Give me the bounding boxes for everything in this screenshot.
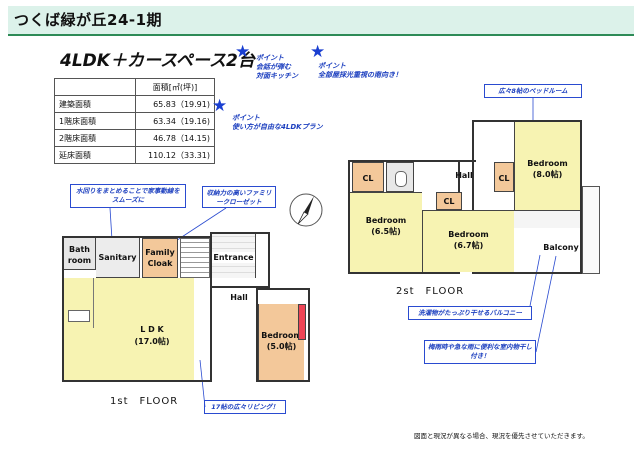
sanitary-label: Sanitary <box>98 253 137 262</box>
closet-2: CL <box>436 192 462 210</box>
callout-water: 水回りをまとめることで家事動線をスムーズに <box>70 184 186 208</box>
balcony-label: Balcony <box>543 243 579 252</box>
entrance-label: Entrance <box>212 252 255 263</box>
floor2-east-block <box>472 120 582 274</box>
floor1-plan: Bath room Sanitary Family Cloak Entrance… <box>62 232 320 382</box>
bedroom-8: Bedroom (8.0帖) <box>514 122 580 210</box>
compass-icon <box>289 193 323 227</box>
bedroom-6-7: Bedroom (6.7帖) <box>422 210 514 272</box>
bedroom-8-label: Bedroom <box>527 159 568 168</box>
ldk-label: L D K <box>140 325 164 334</box>
star-icon: ★ <box>235 42 251 62</box>
balcony <box>582 186 600 274</box>
ldk-room-upper <box>94 278 194 330</box>
floor2-label: 2st FLOOR <box>396 286 465 297</box>
callout-closet: 収納力の高いファミリークローゼット <box>202 186 276 208</box>
callout-bedroom8: 広々8帖のベッドルーム <box>484 84 582 98</box>
footer-note: 図面と現況が異なる場合、現況を優先させていただきます。 <box>414 432 589 440</box>
floor2-hall-label: Hall <box>455 171 473 180</box>
closet-3: CL <box>494 162 514 192</box>
sanitary-room: Sanitary <box>96 238 140 278</box>
plan-title: 4LDK＋カースペース2台 <box>60 51 255 71</box>
bath-label: Bath <box>68 245 90 254</box>
bedroom-5-size: (5.0帖) <box>266 342 297 351</box>
closet-1: CL <box>352 162 384 192</box>
ldk-size: (17.0帖) <box>134 337 170 346</box>
entrance: Entrance <box>212 234 256 278</box>
kitchen <box>64 278 94 328</box>
point-2: ポイント全部屋採光重視の南向き！ <box>318 62 402 79</box>
star-icon: ★ <box>212 96 228 116</box>
staircase <box>180 238 210 278</box>
sink-icon <box>68 310 90 322</box>
header-bar <box>8 6 634 36</box>
room-label: room <box>67 256 92 265</box>
bedroom-5: Bedroom (5.0帖) <box>258 304 304 380</box>
point-3: ポイント使い方が自由な4LDKプラン <box>232 114 323 131</box>
callout-balcony: 洗濯物がたっぷり干せるバルコニー <box>408 306 532 320</box>
callout-indoor-dry: 梅雨時や急な雨に便利な室内物干し付き！ <box>424 340 536 364</box>
toilet <box>386 162 414 192</box>
ldk-room <box>64 328 194 380</box>
bedroom-6-5-label: Bedroom <box>365 216 407 225</box>
star-icon: ★ <box>310 42 326 62</box>
bedroom-6-5: Bedroom (6.5帖) <box>350 192 422 272</box>
bedroom-closet <box>298 304 306 340</box>
hall-label: Hall <box>230 293 248 302</box>
bedroom-6-7-size: (6.7帖) <box>453 241 484 250</box>
family-cloak: Family Cloak <box>142 238 178 278</box>
bedroom-6-7-label: Bedroom <box>448 230 489 239</box>
page-title: つくば緑が丘24-1期 <box>14 11 163 29</box>
floor2-hall-area <box>416 160 476 200</box>
bedroom-5-label: Bedroom <box>261 331 302 340</box>
floor1-east-block <box>256 288 310 382</box>
point-1: ポイント会話が弾む対面キッチン <box>256 54 298 80</box>
bedroom-6-5-size: (6.5帖) <box>371 227 401 236</box>
callout-living: 17帖の広々リビング！ <box>204 400 286 414</box>
toilet-icon <box>395 171 407 187</box>
floor1-label: 1st FLOOR <box>110 396 179 407</box>
floor2-plan: Bedroom (8.0帖) CL CL Hall Bedroom (6.5帖)… <box>346 120 604 276</box>
floor1-west-block <box>62 236 212 382</box>
bedroom-8-size: (8.0帖) <box>532 170 563 179</box>
family-cloak-label: Family Cloak <box>145 248 175 268</box>
bath-room: Bath room <box>64 238 96 270</box>
indoor-drying-area <box>514 210 580 228</box>
